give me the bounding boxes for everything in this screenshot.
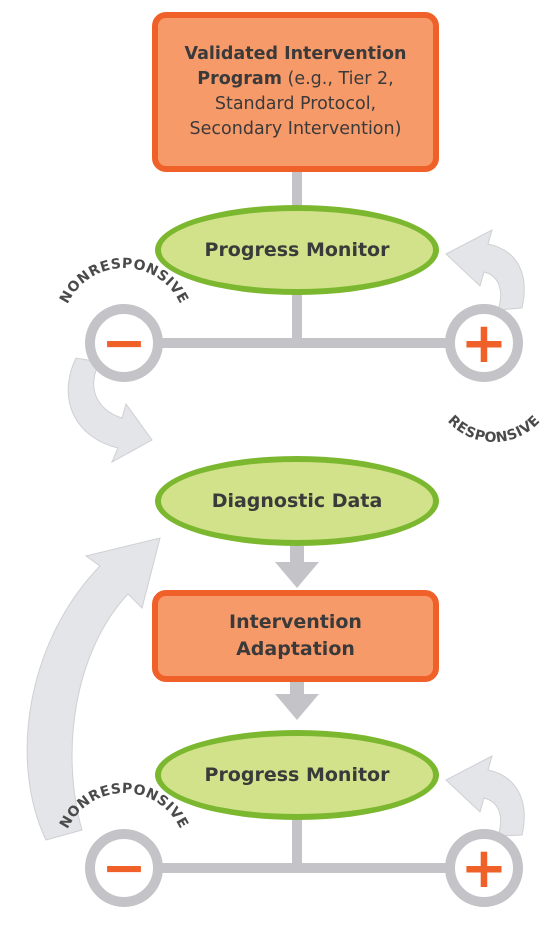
intervention-adaptation-box: Intervention Adaptation <box>152 590 439 682</box>
intervention-adaptation-line2: Adaptation <box>236 638 355 660</box>
down-arrow-icon <box>275 680 319 720</box>
progress-monitor-label: Progress Monitor <box>204 764 390 786</box>
down-arrow-icon <box>275 546 319 588</box>
responsive-circle <box>445 829 523 907</box>
progress-monitor-label: Progress Monitor <box>204 239 390 261</box>
minus-icon: − <box>101 836 146 899</box>
program-box-text: Validated Intervention Program (e.g., Ti… <box>172 42 419 142</box>
minus-icon: − <box>101 311 146 374</box>
nonresponsive-curved-arrow <box>67 357 153 464</box>
progress-monitor-node: Progress Monitor <box>155 730 439 820</box>
diagnostic-data-label: Diagnostic Data <box>211 490 383 512</box>
program-box-examples: (e.g., Tier 2, Standard Protocol, Second… <box>189 69 402 139</box>
plus-icon: + <box>461 836 508 901</box>
responsive-circle <box>445 304 523 382</box>
responsive-curved-arrow <box>445 229 525 311</box>
return-to-diagnostic-arrow <box>26 537 161 841</box>
diagnostic-data-node: Diagnostic Data <box>155 456 439 546</box>
progress-monitor-node: Progress Monitor <box>155 205 439 295</box>
validated-intervention-program-box: Validated Intervention Program (e.g., Ti… <box>152 12 439 172</box>
program-box-title: Validated Intervention Program <box>184 44 407 89</box>
nonresponsive-circle <box>85 304 163 382</box>
responsive-curved-arrow <box>445 755 525 837</box>
nonresponsive-circle <box>85 829 163 907</box>
responsive-label: RESPONSIVE <box>445 412 542 446</box>
plus-icon: + <box>461 311 508 376</box>
intervention-adaptation-line1: Intervention <box>229 611 362 633</box>
